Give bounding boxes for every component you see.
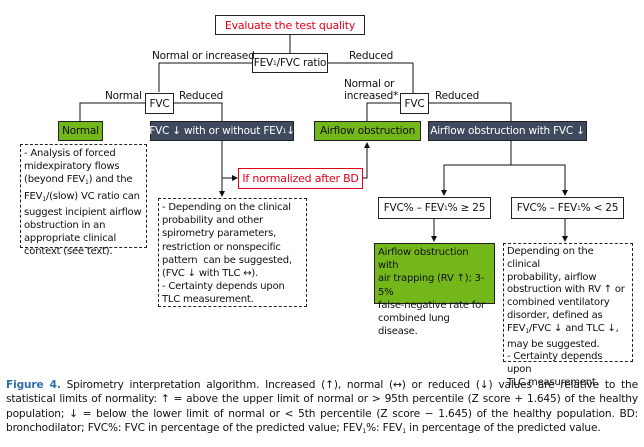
note-text: ) and the bbox=[88, 174, 133, 186]
left-fvc-normal-label: Normal bbox=[105, 90, 142, 102]
note-line: Depending on the clinical bbox=[507, 246, 594, 270]
note-sub: 1 bbox=[85, 179, 89, 187]
cond-text: % ≥ 25 bbox=[447, 202, 486, 214]
combined-disorder-note-box: Depending on the clinical probability, a… bbox=[503, 243, 633, 388]
line-ratio-right bbox=[327, 62, 414, 93]
note-sub: 1 bbox=[42, 195, 46, 203]
cond-sub: 1 bbox=[577, 204, 581, 212]
normal-result-box: Normal bbox=[58, 121, 103, 141]
note-line: TLC measurement. bbox=[507, 376, 599, 388]
airflow-obstruction-fvc-reduced-box: Airflow obstruction with FVC ↓ bbox=[428, 121, 587, 141]
note-line: pattern can be suggested, bbox=[162, 254, 292, 266]
caption-text: Spirometry interpretation algorithm. Inc… bbox=[6, 379, 638, 435]
cond-text: FVC% – FEV bbox=[516, 202, 578, 214]
right-fvc-normal-label: Normal or increased* bbox=[344, 78, 398, 102]
note-text: FEV bbox=[507, 322, 526, 334]
ratio-text-post: /FVC ratio bbox=[276, 57, 327, 69]
caption-sub: 1 bbox=[402, 428, 406, 436]
cond-text: FVC% – FEV bbox=[383, 202, 445, 214]
branch-label-normal-increased: Normal or increased bbox=[152, 50, 255, 62]
note-line: obstruction in an bbox=[24, 220, 106, 232]
note-sub: 1 bbox=[525, 327, 529, 335]
note-line: appropriate clinical bbox=[24, 233, 117, 245]
note-line: FEV1/FVC ↓ and TLC ↓, bbox=[507, 323, 629, 339]
note-text: FEV bbox=[24, 190, 43, 202]
note-line: context (see text). bbox=[24, 246, 113, 258]
note-text: /(slow) VC ratio can bbox=[45, 190, 140, 202]
arrow-to-cond-lt bbox=[511, 164, 568, 196]
airflow-obstruction-box: Airflow obstruction bbox=[314, 121, 421, 141]
left-fvc-node: FVC bbox=[145, 93, 174, 114]
note-line: - Certainty depends upon bbox=[162, 281, 285, 293]
cond-sub: 1 bbox=[444, 204, 448, 212]
note-line: probability and other bbox=[162, 215, 263, 227]
cond-text: % < 25 bbox=[580, 202, 619, 214]
arrow-bd-to-obstruction bbox=[362, 142, 370, 179]
caption-text: in percentage of the predicted value. bbox=[405, 422, 601, 435]
normalized-after-bd-box: If normalized after BD bbox=[238, 168, 363, 189]
normal-note-box: - Analysis of forced midexpiratory flows… bbox=[20, 144, 147, 257]
note-line: TLC measurement. bbox=[162, 294, 254, 306]
note-line: restriction or nonspecific bbox=[162, 241, 281, 253]
result-line: false-negative rate for bbox=[378, 299, 485, 311]
line-ratio-left bbox=[158, 62, 252, 92]
line-fvc-normal bbox=[79, 102, 145, 121]
note-line: - Depending on the clinical bbox=[162, 202, 291, 213]
result-line: combined lung disease. bbox=[378, 313, 450, 338]
right-fvc-node: FVC bbox=[400, 93, 429, 114]
note-line: may be suggested. bbox=[507, 338, 600, 350]
note-line: FEV1/(slow) VC ratio can bbox=[24, 190, 143, 206]
note-line: probability, airflow bbox=[507, 271, 597, 283]
right-fvc-reduced-label: Reduced bbox=[435, 90, 480, 102]
note-line: (beyond FEV1) and the bbox=[24, 173, 143, 189]
fvc-reduced-sub: 1 bbox=[282, 127, 287, 135]
fvc-reduced-text-post: ↓ bbox=[286, 125, 295, 137]
note-text: /FVC ↓ and TLC ↓, bbox=[528, 322, 619, 334]
reduced-note-box: - Depending on the clinical probability … bbox=[158, 198, 307, 307]
caption-sub: 1 bbox=[362, 428, 367, 436]
arrow-to-cond-ge bbox=[441, 141, 512, 196]
note-line: combined ventilatory bbox=[507, 297, 610, 309]
result-line: air trapping (RV ↑); 3-5% bbox=[378, 273, 485, 298]
note-line: - Analysis of forced bbox=[24, 148, 116, 159]
result-line: Airflow obstruction with bbox=[378, 247, 469, 272]
evaluate-test-quality-node: Evaluate the test quality bbox=[215, 15, 365, 35]
label-line: increased* bbox=[344, 90, 399, 102]
ratio-sub: 1 bbox=[273, 59, 277, 67]
branch-label-reduced: Reduced bbox=[349, 50, 394, 62]
figure-label: Figure 4. bbox=[6, 379, 61, 391]
note-line: midexpiratory flows bbox=[24, 161, 120, 173]
note-text: (beyond FEV bbox=[24, 174, 86, 186]
line-fvc-reduced bbox=[173, 102, 223, 121]
note-line: spirometry parameters, bbox=[162, 228, 277, 240]
note-line: disorder, defined as bbox=[507, 309, 603, 321]
left-fvc-reduced-label: Reduced bbox=[179, 90, 224, 102]
caption-text: %: FEV bbox=[366, 422, 403, 435]
note-line: (FVC ↓ with TLC ↔). bbox=[162, 268, 259, 280]
fvc-reduced-text-pre: FVC ↓ with or without FEV bbox=[149, 125, 283, 137]
air-trapping-result-box: Airflow obstruction with air trapping (R… bbox=[374, 243, 495, 337]
line-rfvc-reduced bbox=[428, 102, 512, 121]
note-line: obstruction with RV ↑ or bbox=[507, 284, 625, 296]
label-line: Normal or bbox=[344, 78, 395, 90]
line-rfvc-normal bbox=[366, 102, 400, 121]
note-line: suggest incipient airflow bbox=[24, 206, 142, 218]
figure-caption: Figure 4. Spirometry interpretation algo… bbox=[6, 378, 638, 440]
ratio-text-pre: FEV bbox=[253, 57, 273, 69]
note-line: - Certainty depends upon bbox=[507, 351, 603, 376]
